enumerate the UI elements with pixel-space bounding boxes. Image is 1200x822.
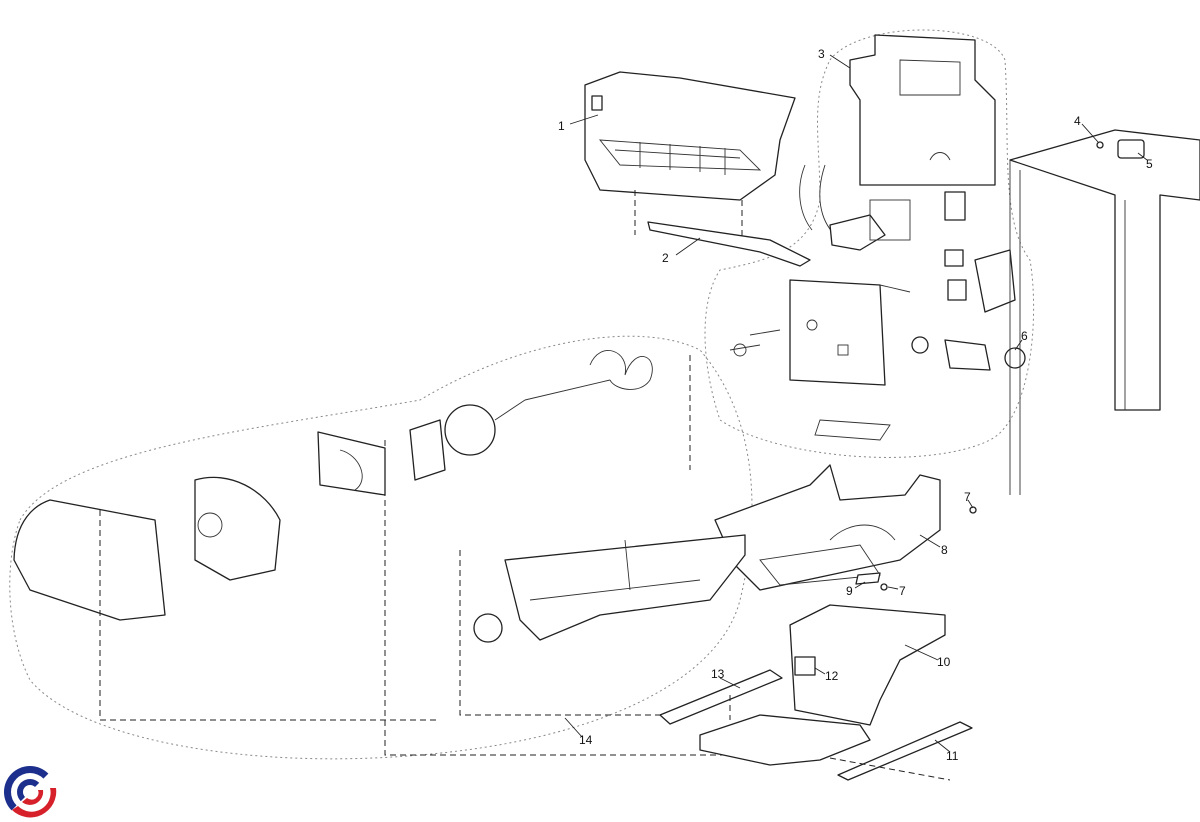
callout-1: 1 <box>558 119 565 133</box>
callout-9: 9 <box>846 584 853 598</box>
tray <box>699 714 871 766</box>
group-outline-14 <box>9 335 753 760</box>
callout-11: 11 <box>946 749 959 763</box>
callout-5: 5 <box>1146 157 1153 171</box>
callout-14: 14 <box>579 733 593 747</box>
brand-logo <box>4 766 60 822</box>
freezer-cabinet <box>1009 129 1200 495</box>
callout-8: 8 <box>941 543 948 557</box>
part-10-chute <box>789 604 946 726</box>
part-7-screw-b <box>969 506 977 514</box>
part-7-screw <box>880 583 888 591</box>
part-9-clip <box>855 572 881 585</box>
part-8-bracket <box>714 464 941 591</box>
part-4-screw <box>1096 141 1104 149</box>
part-6-valve <box>911 336 1026 371</box>
part-1-ice-maker <box>584 71 796 240</box>
part-2-shield <box>647 221 811 267</box>
callout-10: 10 <box>937 655 951 669</box>
callout-7b: 7 <box>899 584 906 598</box>
group-outline-3 <box>704 29 1035 458</box>
callout-3: 3 <box>818 47 825 61</box>
callout-4: 4 <box>1074 114 1081 128</box>
callout-2: 2 <box>662 251 669 265</box>
callout-12: 12 <box>825 669 839 683</box>
callout-7a: 7 <box>964 490 971 504</box>
callout-6: 6 <box>1021 329 1028 343</box>
mounting-plate <box>729 279 911 441</box>
part-14-bucket-assembly <box>13 350 746 756</box>
callout-13: 13 <box>711 667 725 681</box>
part-12-label <box>794 656 816 676</box>
part-5-cap <box>1117 139 1145 159</box>
leader-lines <box>564 54 1148 753</box>
part-3-housing <box>799 34 1016 313</box>
